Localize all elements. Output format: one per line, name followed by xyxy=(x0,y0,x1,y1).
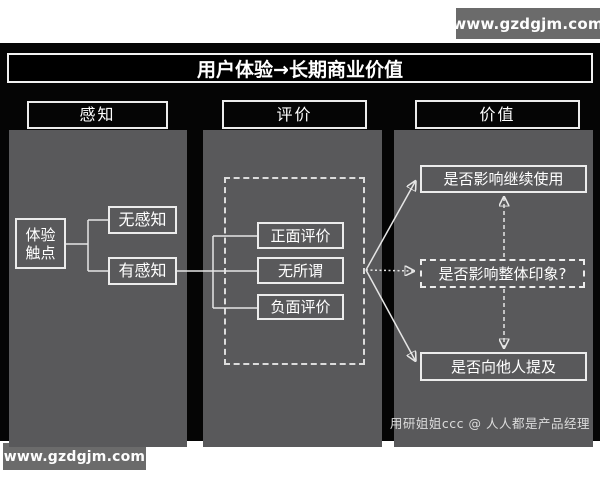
no-perception-box: 无感知 xyxy=(108,206,177,234)
touchpoint-label-line1: 体验 xyxy=(25,225,56,244)
continue-use-box: 是否影响继续使用 xyxy=(420,165,587,193)
overall-impression-box: 是否影响整体印象? xyxy=(420,259,585,288)
neutral-evaluation-box: 无所谓 xyxy=(257,257,344,284)
diagram-panel: 用户体验→长期商业价值 xyxy=(0,43,600,447)
positive-evaluation-box: 正面评价 xyxy=(257,222,344,249)
header-perception: 感知 xyxy=(27,101,168,129)
diagram-title: 用户体验→长期商业价值 xyxy=(7,53,593,83)
touchpoint-box: 体验 触点 xyxy=(15,218,66,269)
column-perception xyxy=(9,130,187,447)
watermark-bottom-left: www.gzdgjm.com xyxy=(3,443,146,470)
has-perception-box: 有感知 xyxy=(108,257,177,285)
header-value: 价值 xyxy=(415,100,580,129)
mention-others-box: 是否向他人提及 xyxy=(420,352,587,381)
column-evaluation xyxy=(203,130,382,447)
column-value xyxy=(394,130,593,447)
touchpoint-label-line2: 触点 xyxy=(25,243,56,262)
watermark-top-right: www.gzdgjm.com xyxy=(452,8,600,39)
credit-text: 用研姐姐ccc @ 人人都是产品经理 xyxy=(389,416,590,431)
header-evaluation: 评价 xyxy=(222,100,367,129)
negative-evaluation-box: 负面评价 xyxy=(257,294,344,320)
